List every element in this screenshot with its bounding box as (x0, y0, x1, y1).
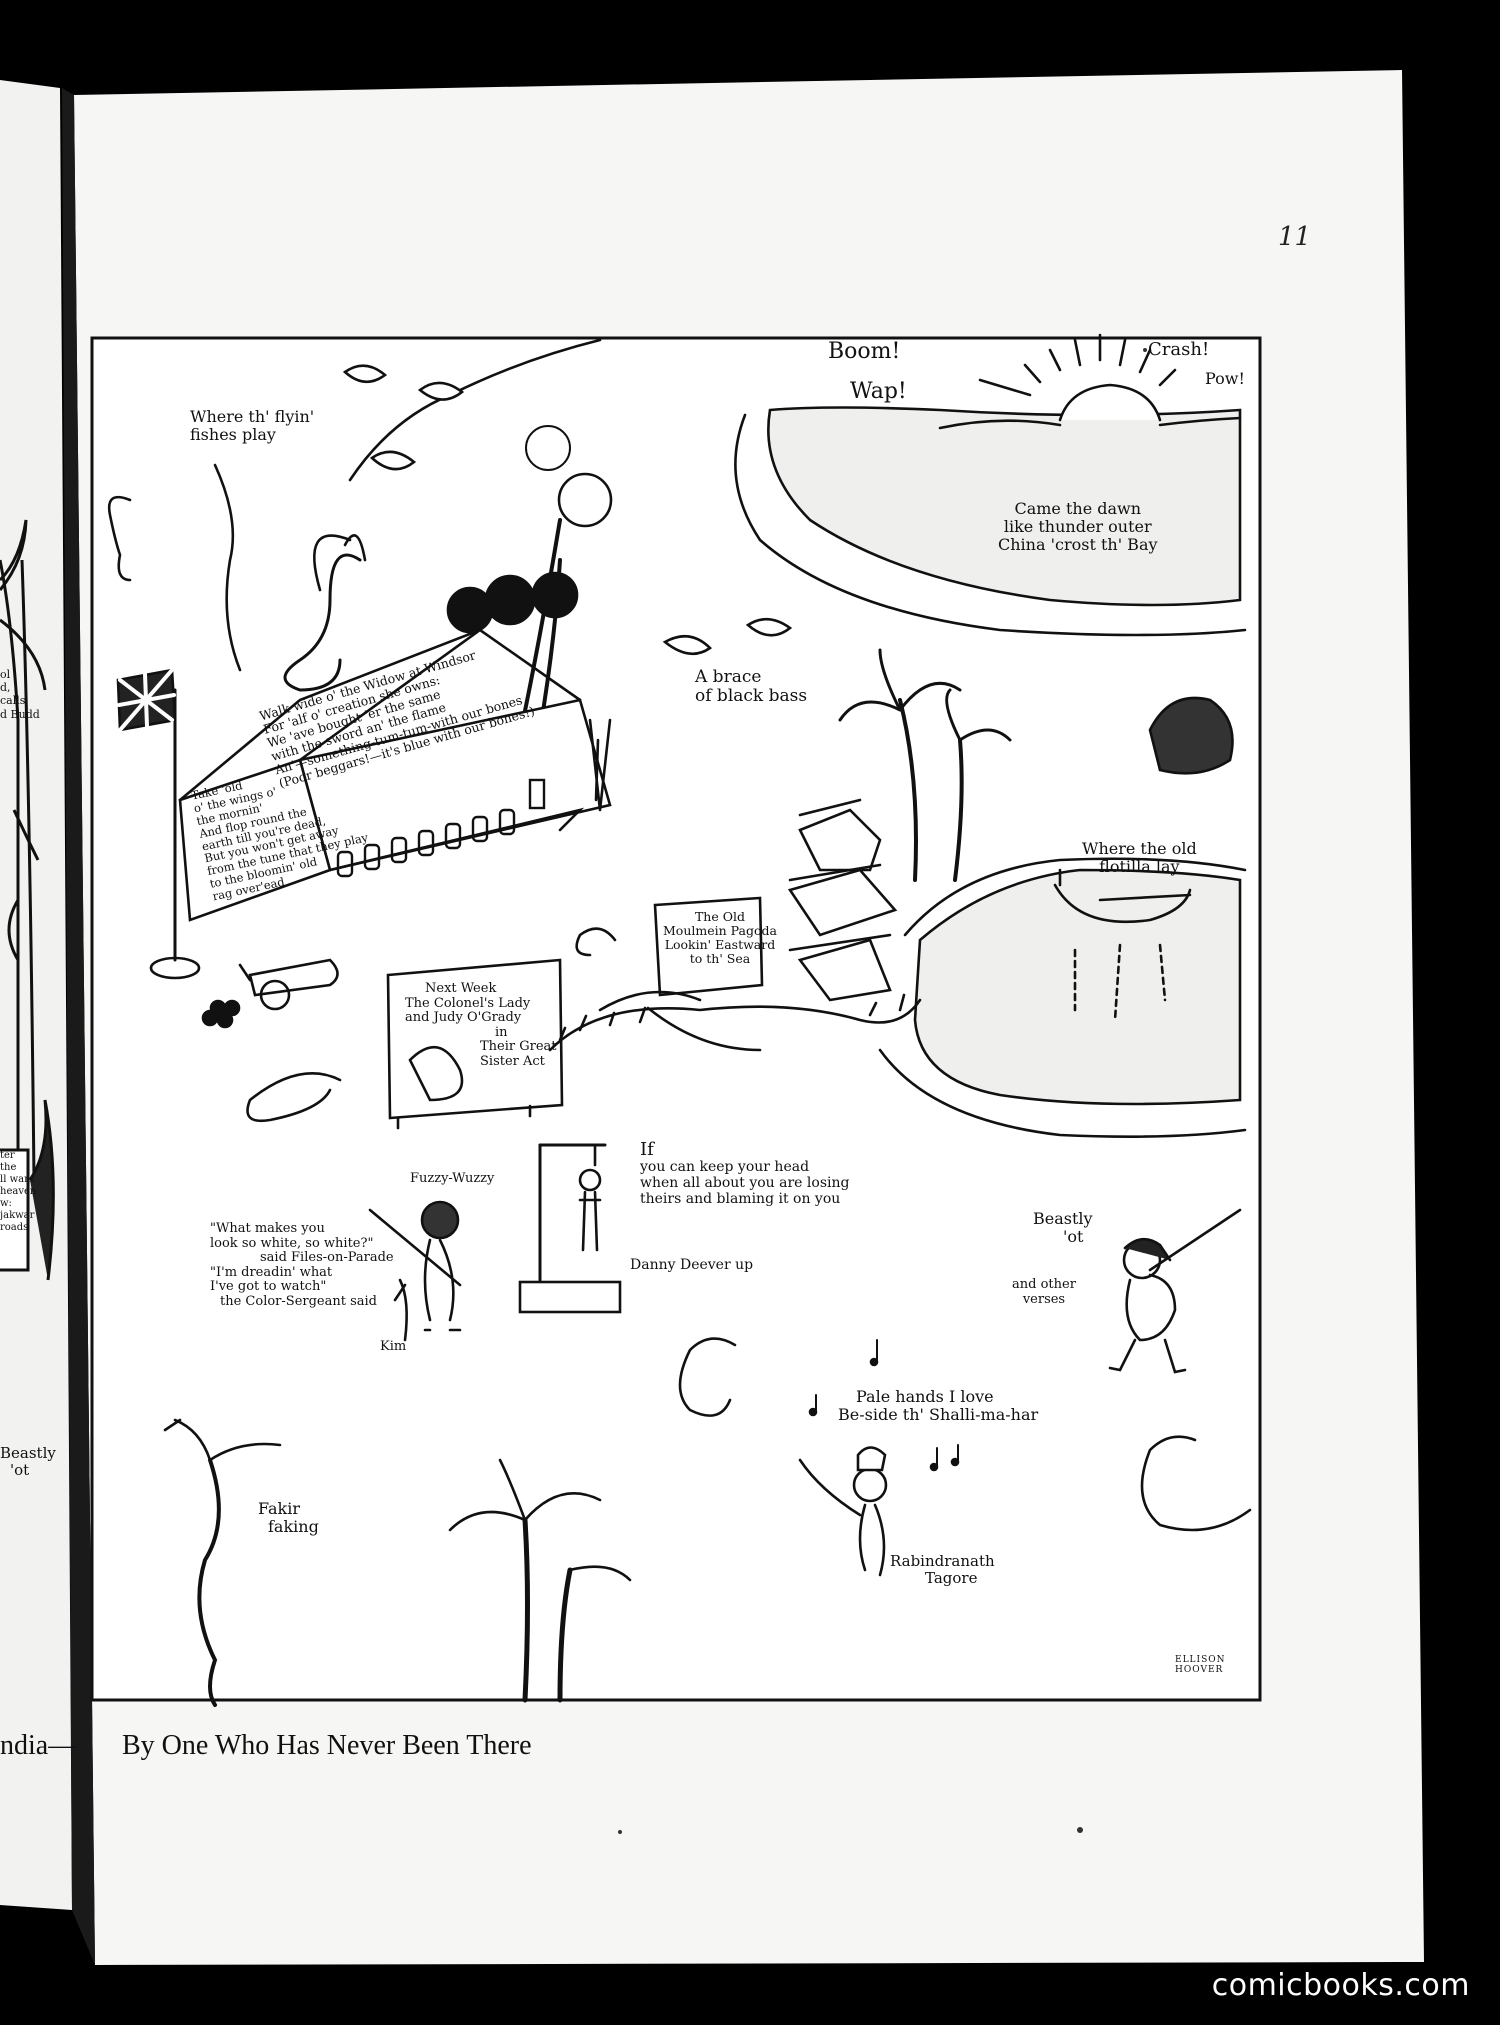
pagoda-sign: The Old Moulmein Pagoda Lookin' Eastward… (663, 910, 777, 966)
wap-label: Wap! (850, 379, 907, 404)
left-fragment-beastly: Beastly 'ot (0, 1445, 56, 1479)
crash-label: Crash! (1148, 339, 1210, 360)
left-frag-2: d, (0, 681, 11, 695)
page-caption: By One Who Has Never Been There (122, 1730, 532, 1761)
pale-hands-line-2: Be-side th' Shalli-ma-har (838, 1404, 1039, 1424)
flotilla-line-1: Where the old (1082, 839, 1197, 858)
flying-fishes-label: Where th' flyin' fishes play (190, 408, 314, 444)
beastly-line-1: Beastly (1033, 1209, 1093, 1228)
other-verses-line-2: verses (1022, 1291, 1066, 1307)
left-frag-10: jakwar (0, 1210, 35, 1221)
flying-fishes-line-2: fishes play (190, 424, 276, 444)
if-line-3: when all about you are losing (640, 1174, 850, 1191)
fakir-label: Fakir faking (258, 1500, 319, 1536)
beastly-line-2: 'ot (1063, 1226, 1084, 1246)
files-line-3: said Files-on-Parade (260, 1250, 394, 1266)
left-fragment-top: ol d, calls d Budd (0, 668, 40, 721)
pagoda-line-4: to th' Sea (689, 951, 751, 966)
if-line-2: you can keep your head (640, 1159, 810, 1176)
black-bass-line-2: of black bass (695, 686, 808, 707)
panel-art (107, 333, 1252, 1707)
tagore-label: Rabindranath Tagore (890, 1553, 995, 1587)
files-line-4: "I'm dreadin' what (210, 1264, 333, 1280)
left-fragment-middle: ter the ll want heaven w: jakwar roads (0, 1150, 36, 1234)
left-frag-5: ter (0, 1150, 15, 1161)
fuzzy-wuzzy-label: Fuzzy-Wuzzy (410, 1171, 495, 1186)
left-page-art (0, 519, 55, 1281)
boom-label: Boom! (828, 339, 901, 364)
left-frag-13: 'ot (10, 1460, 30, 1479)
pagoda-line-1: The Old (694, 909, 745, 924)
tagore-line-1: Rabindranath (890, 1552, 995, 1570)
left-frag-1: ol (0, 668, 11, 681)
danny-deever-label: Danny Deever up (630, 1257, 754, 1273)
dawn-line-1: Came the dawn (1014, 499, 1142, 518)
other-verses-line-1: and other (1012, 1277, 1076, 1292)
page-number: 11 (1278, 222, 1312, 252)
next-week-line-3: and Judy O'Grady (405, 1010, 522, 1026)
next-week-line-1: Next Week (425, 981, 497, 996)
fakir-line-2: faking (268, 1516, 319, 1536)
files-line-1: "What makes you (210, 1221, 325, 1236)
next-week-sign: Next Week The Colonel's Lady and Judy O'… (405, 981, 557, 1069)
fakir-line-1: Fakir (258, 1499, 301, 1518)
left-frag-7: ll want (0, 1174, 35, 1185)
kim-label: Kim (380, 1339, 407, 1354)
tagore-line-2: Tagore (925, 1568, 978, 1587)
left-frag-8: heaven (0, 1186, 37, 1197)
left-frag-6: the (0, 1162, 17, 1173)
left-frag-9: w: (0, 1198, 12, 1209)
pow-label: Pow! (1205, 369, 1245, 388)
next-week-line-6: Sister Act (480, 1053, 545, 1069)
dawn-line-2: like thunder outer (1003, 516, 1152, 536)
other-verses-label: and other verses (1012, 1277, 1076, 1307)
pale-hands-lyric: Pale hands I love Be-side th' Shalli-ma-… (838, 1388, 1038, 1424)
watermark: comicbooks.com (1211, 1968, 1470, 2003)
black-bass-line-1: A brace (695, 667, 762, 687)
flotilla-label: Where the old flotilla lay (1082, 840, 1197, 876)
next-week-line-4: in (495, 1024, 508, 1040)
if-quote: If you can keep your head when all about… (640, 1139, 850, 1207)
pale-hands-line-1: Pale hands I love (856, 1387, 994, 1406)
flotilla-line-2: flotilla lay (1099, 856, 1180, 876)
files-line-2: look so white, so white?" (210, 1235, 374, 1251)
scan-specks (618, 348, 1147, 1834)
if-line-1: If (640, 1139, 654, 1160)
left-frag-3: calls (0, 694, 26, 708)
black-bass-label: A brace of black bass (695, 667, 808, 707)
dawn-label: Came the dawn like thunder outer China '… (998, 500, 1158, 554)
left-frag-12: Beastly (0, 1444, 56, 1462)
left-frag-4: d Budd (0, 707, 40, 721)
flying-fishes-line-1: Where th' flyin' (190, 407, 315, 426)
artist-signature: ELLISON HOOVER (1175, 1655, 1226, 1675)
files-line-5: I've got to watch" (210, 1279, 327, 1295)
pagoda-line-2: Moulmein Pagoda (663, 923, 777, 938)
if-line-4: theirs and blaming it on you (640, 1190, 841, 1207)
files-on-parade-quote: "What makes you look so white, so white?… (210, 1221, 394, 1309)
left-frag-11: roads (0, 1222, 29, 1233)
dawn-line-3: China 'crost th' Bay (998, 534, 1158, 554)
beastly-ot-label: Beastly 'ot (1033, 1210, 1093, 1246)
pagoda-line-3: Lookin' Eastward (664, 937, 776, 952)
next-week-line-2: The Colonel's Lady (405, 995, 531, 1011)
left-page-caption-fragment: ndia— (0, 1730, 77, 1761)
files-line-6: the Color-Sergeant said (220, 1293, 377, 1309)
signature-line-1: ELLISON (1175, 1655, 1226, 1665)
next-week-line-5: Their Great (480, 1039, 557, 1055)
signature-line-2: HOOVER (1175, 1665, 1224, 1676)
